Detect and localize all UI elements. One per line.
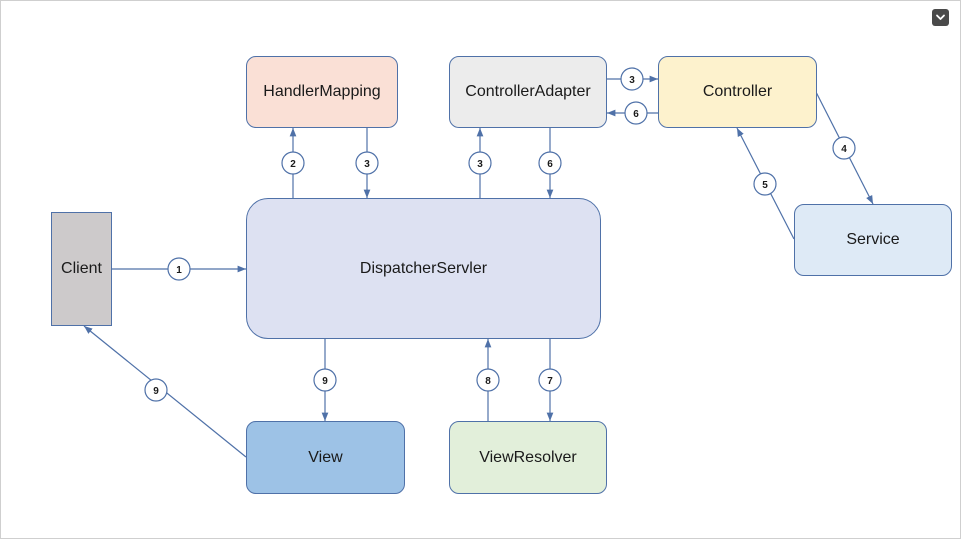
step-badge-label: 9 — [153, 386, 159, 397]
step-badge: 3 — [620, 67, 644, 91]
step-badge: 5 — [753, 172, 777, 196]
step-badge: 7 — [538, 368, 562, 392]
step-badge: 6 — [624, 101, 648, 125]
step-badge: 4 — [832, 136, 856, 160]
step-badge: 3 — [355, 151, 379, 175]
client-label: Client — [61, 260, 102, 277]
step-badge: 9 — [313, 368, 337, 392]
view-resolver-node: ViewResolver — [449, 421, 607, 494]
step-badge: 9 — [144, 378, 168, 402]
view-label: View — [308, 448, 343, 466]
step-badge-label: 2 — [290, 159, 296, 170]
controller-label: Controller — [702, 83, 773, 100]
step-badge: 8 — [476, 368, 500, 392]
step-badge: 3 — [468, 151, 492, 175]
step-badge: 6 — [538, 151, 562, 175]
chevron-down-icon — [936, 14, 945, 20]
dispatcher-servlet-label: DispatcherServler — [359, 259, 488, 277]
view-node: View — [246, 421, 405, 494]
collapse-button[interactable] — [932, 9, 949, 26]
step-badge-label: 9 — [322, 376, 328, 387]
controller-node: Controller — [658, 56, 817, 128]
step-badge: 2 — [281, 151, 305, 175]
step-badge-label: 6 — [633, 109, 639, 120]
step-badge-label: 7 — [547, 376, 553, 387]
handler-mapping-label: HandlerMapping — [263, 83, 381, 100]
step-badge-label: 8 — [485, 376, 491, 387]
step-badge-label: 3 — [629, 75, 635, 86]
service-label: Service — [846, 231, 900, 248]
step-badge-label: 4 — [841, 144, 847, 155]
step-badge: 1 — [167, 257, 191, 281]
step-badge-label: 3 — [364, 159, 370, 170]
controller-adapter-node: ControllerAdapter — [449, 56, 607, 128]
handler-mapping-node: HandlerMapping — [246, 56, 398, 128]
view-resolver-label: ViewResolver — [479, 448, 577, 466]
controller-adapter-label: ControllerAdapter — [465, 83, 591, 100]
step-badge-label: 1 — [176, 265, 182, 276]
service-node: Service — [794, 204, 952, 276]
step-badge-label: 3 — [477, 159, 483, 170]
client-node: Client — [51, 212, 112, 326]
step-badge-label: 5 — [762, 180, 768, 191]
step-badge-label: 6 — [547, 159, 553, 170]
dispatcher-servlet-node: DispatcherServler — [246, 198, 601, 339]
